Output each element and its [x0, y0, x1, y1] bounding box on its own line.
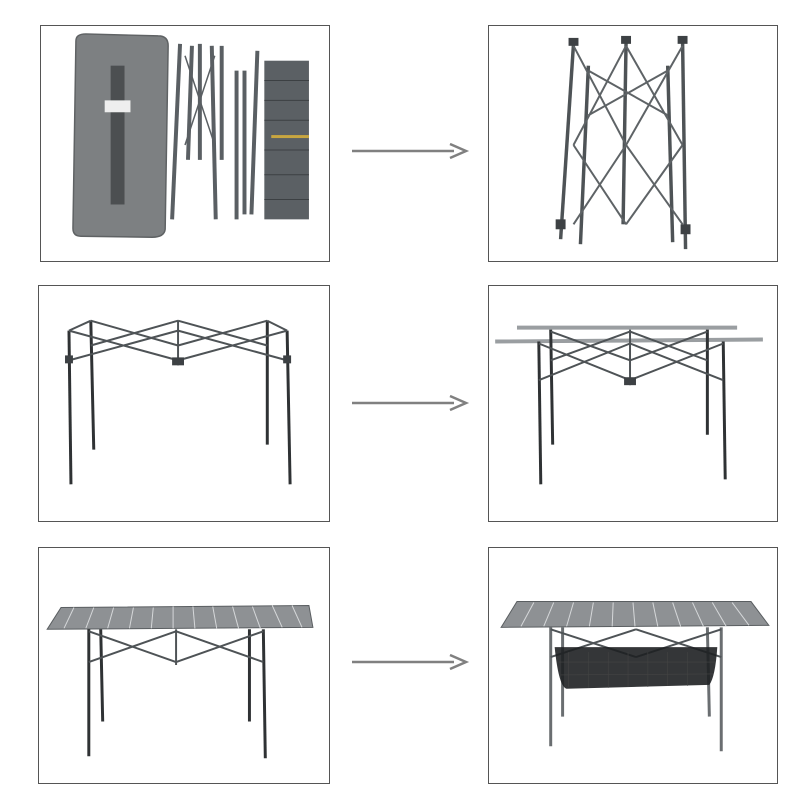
step-6-panel — [488, 547, 778, 784]
bag-strap — [110, 65, 125, 205]
step-3-panel — [38, 285, 330, 522]
folded-frame-image — [555, 35, 691, 250]
rolled-slats — [264, 60, 309, 220]
arrow-right-icon — [352, 394, 470, 412]
arrow-row-3 — [350, 652, 470, 672]
arrow-right-icon — [352, 142, 470, 160]
table-with-storage-net-image — [500, 601, 770, 752]
arrow-row-1 — [350, 141, 470, 161]
tabletop — [46, 605, 314, 630]
arrow-row-2 — [350, 393, 470, 413]
bag-label — [104, 100, 131, 113]
step-5-panel — [38, 547, 330, 784]
expanded-frame-image — [65, 319, 292, 485]
step-2-panel — [488, 25, 778, 262]
carry-bag-and-parts-image — [72, 33, 309, 238]
step-4-panel — [488, 285, 778, 522]
step-1-panel — [40, 25, 330, 262]
storage-net — [554, 647, 718, 689]
arrow-right-icon — [352, 653, 470, 671]
table-with-top-image — [46, 605, 314, 759]
frame-with-rails-image — [495, 325, 763, 485]
